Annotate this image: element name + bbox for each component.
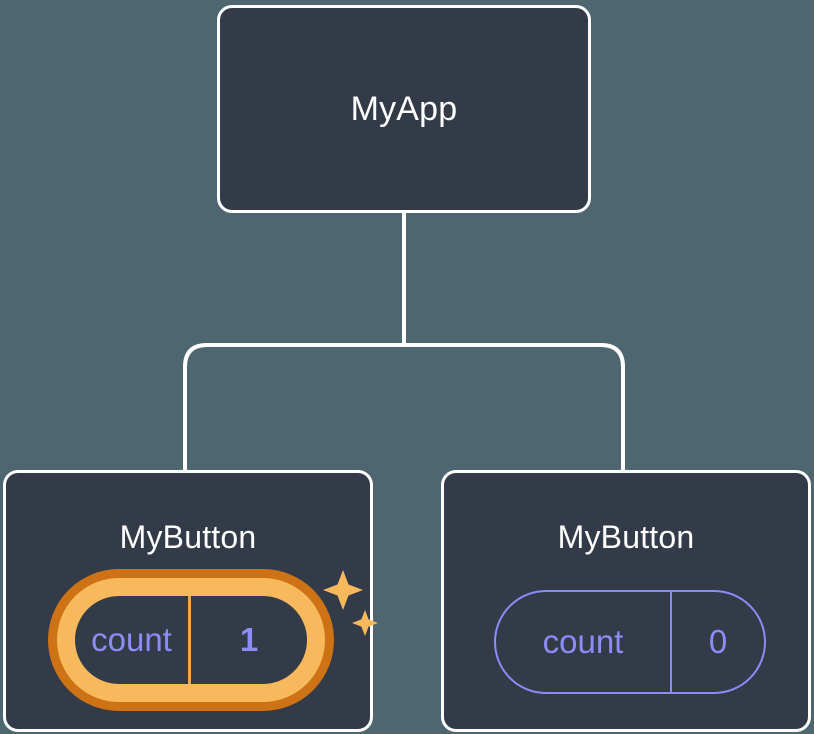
state-value-right: 0 xyxy=(708,623,728,660)
connector-branch-bus xyxy=(183,343,625,470)
node-mybutton-left-label: MyButton xyxy=(119,519,257,555)
state-pill-left[interactable]: count 1 xyxy=(48,569,334,711)
node-mybutton-right[interactable]: MyButton count 0 xyxy=(441,470,811,732)
state-key-right: count xyxy=(496,592,672,692)
state-key-left: count xyxy=(75,596,191,684)
state-value-left: 1 xyxy=(239,621,259,658)
node-myapp[interactable]: MyApp xyxy=(217,5,591,213)
node-mybutton-left[interactable]: MyButton count 1 xyxy=(3,470,378,732)
state-pill-left-inner: count 1 xyxy=(66,587,316,693)
node-myapp-label: MyApp xyxy=(350,90,458,128)
state-pill-wrapper-left: count 1 xyxy=(48,569,334,711)
state-pill-right[interactable]: count 0 xyxy=(494,590,766,694)
node-mybutton-right-label: MyButton xyxy=(557,519,695,555)
